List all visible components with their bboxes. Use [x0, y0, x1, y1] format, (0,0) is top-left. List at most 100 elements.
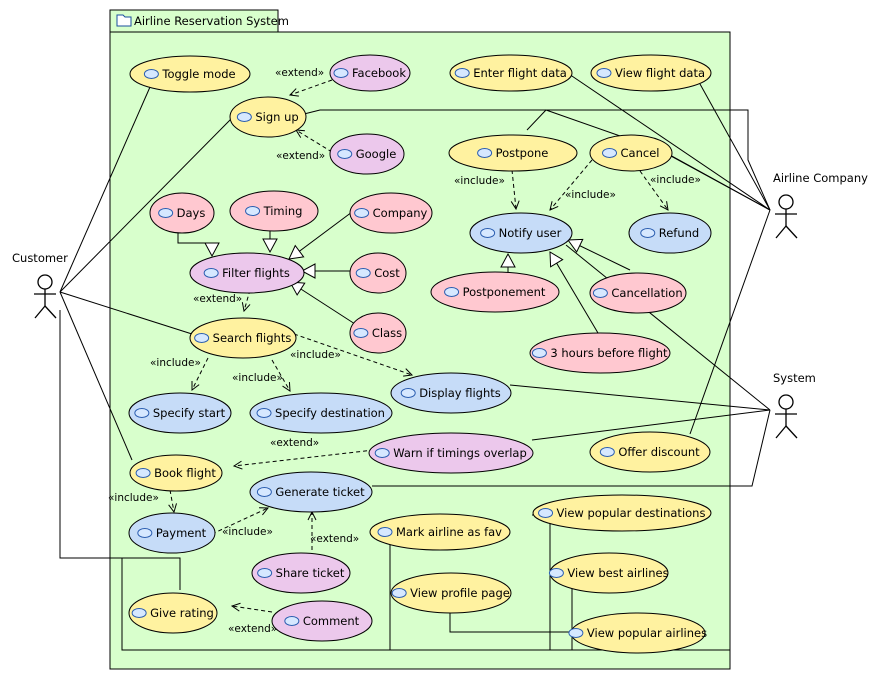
use-case-label: Postponement [463, 285, 546, 299]
use-case-specdest[interactable]: Specify destination [249, 392, 393, 434]
stick-figure-icon [775, 394, 798, 439]
use-case-label: Timing [263, 204, 303, 218]
use-case-cost[interactable]: Cost [349, 252, 407, 294]
use-case-icon [640, 228, 656, 238]
use-case-label: Offer discount [618, 445, 700, 459]
use-case-specstart[interactable]: Specify start [128, 392, 232, 434]
use-case-search[interactable]: Search flights [189, 317, 297, 359]
use-case-icon [257, 568, 273, 578]
use-case-icon [568, 628, 584, 638]
use-case-icon [203, 268, 219, 278]
use-case-label: Search flights [213, 331, 292, 345]
use-case-signup[interactable]: Sign up [229, 96, 307, 138]
use-case-icon [477, 148, 493, 158]
use-case-label: Cancellation [611, 286, 682, 300]
actor-label: System [773, 371, 816, 385]
use-case-bestair[interactable]: View best airlines [548, 552, 669, 594]
use-case-label: Company [373, 206, 428, 220]
use-case-label: Give rating [150, 606, 214, 620]
use-case-ellipse [229, 96, 307, 138]
use-case-ellipse [469, 212, 573, 254]
use-case-icon [256, 408, 272, 418]
use-case-icon [355, 268, 371, 278]
use-case-facebook[interactable]: Facebook [329, 54, 411, 92]
use-case-icon [454, 68, 470, 78]
use-case-markfav[interactable]: Mark airline as fav [369, 513, 511, 551]
use-case-display[interactable]: Display flights [390, 372, 512, 414]
use-case-label: Share ticket [276, 566, 345, 580]
actor-system[interactable]: System [773, 371, 816, 439]
use-case-ellipse [529, 332, 671, 374]
use-case-popdest[interactable]: View popular destinations [532, 494, 712, 532]
use-case-refund[interactable]: Refund [628, 212, 712, 254]
use-case-icon [391, 588, 407, 598]
use-case-share[interactable]: Share ticket [251, 552, 351, 594]
use-case-ellipse [149, 192, 215, 234]
use-case-label: Cost [374, 266, 400, 280]
use-case-timing[interactable]: Timing [229, 190, 319, 232]
use-case-ellipse [532, 494, 712, 532]
use-case-icon [135, 468, 151, 478]
use-case-ellipse [329, 133, 405, 175]
use-case-ellipse [128, 592, 218, 634]
include-label: «include» [454, 175, 505, 187]
use-case-label: Generate ticket [275, 485, 365, 499]
use-case-postponement[interactable]: Postponement [430, 271, 560, 313]
use-case-discount[interactable]: Offer discount [589, 431, 711, 473]
use-case-icon [602, 148, 618, 158]
use-case-icon [284, 616, 300, 626]
use-case-icon [137, 528, 153, 538]
use-case-label: Cancel [621, 146, 660, 160]
use-case-ellipse [189, 252, 305, 294]
use-case-book[interactable]: Book flight [129, 454, 223, 492]
use-case-icon [377, 527, 393, 537]
use-case-label: Toggle mode [161, 67, 235, 81]
use-case-google[interactable]: Google [329, 133, 405, 175]
use-case-icon [236, 112, 252, 122]
use-case-icon [444, 287, 460, 297]
use-case-days[interactable]: Days [149, 192, 215, 234]
use-case-payment[interactable]: Payment [128, 512, 216, 554]
use-case-profile[interactable]: View profile page [390, 572, 512, 614]
use-case-viewflight[interactable]: View flight data [590, 54, 712, 92]
use-case-postpone[interactable]: Postpone [448, 134, 578, 172]
use-case-icon [353, 328, 369, 338]
use-case-label: Filter flights [222, 266, 290, 280]
use-case-ellipse [249, 392, 393, 434]
use-case-filter[interactable]: Filter flights [189, 252, 305, 294]
use-case-ellipse [390, 572, 512, 614]
use-case-ellipse [590, 54, 712, 92]
include-label: «include» [650, 174, 701, 186]
use-case-ellipse [129, 454, 223, 492]
actor-customer[interactable]: Customer [12, 251, 68, 319]
use-case-popair[interactable]: View popular airlines [568, 612, 707, 654]
use-case-cancel[interactable]: Cancel [589, 134, 673, 172]
use-case-label: View popular airlines [587, 626, 707, 640]
use-case-company[interactable]: Company [349, 192, 433, 234]
use-case-ellipse [589, 272, 687, 314]
stick-figure-icon [775, 194, 798, 239]
use-case-warn[interactable]: Warn if timings overlap [368, 432, 534, 474]
use-case-notify[interactable]: Notify user [469, 212, 573, 254]
actor-airline-company[interactable]: Airline Company [773, 171, 868, 239]
use-case-rating[interactable]: Give rating [128, 592, 218, 634]
use-case-cancellation[interactable]: Cancellation [589, 272, 687, 314]
use-case-label: Sign up [255, 110, 298, 124]
use-case-ellipse [229, 190, 319, 232]
extend-label: «extend» [193, 293, 242, 305]
use-case-class[interactable]: Class [349, 312, 407, 354]
use-case-ellipse [271, 600, 373, 642]
use-case-comment[interactable]: Comment [271, 600, 373, 642]
actor-label: Customer [12, 251, 68, 265]
use-case-genticket[interactable]: Generate ticket [249, 471, 373, 513]
use-case-ellipse [189, 317, 297, 359]
use-case-enterflight[interactable]: Enter flight data [449, 54, 573, 92]
use-case-label: Postpone [496, 146, 549, 160]
use-case-label: Book flight [154, 466, 216, 480]
use-case-icon [480, 228, 496, 238]
use-case-toggle[interactable]: Toggle mode [129, 55, 251, 93]
system-title: Airline Reservation System [134, 14, 289, 28]
use-case-label: Notify user [499, 226, 562, 240]
use-case-icon [592, 288, 608, 298]
use-case-threehours[interactable]: 3 hours before flight [529, 332, 671, 374]
